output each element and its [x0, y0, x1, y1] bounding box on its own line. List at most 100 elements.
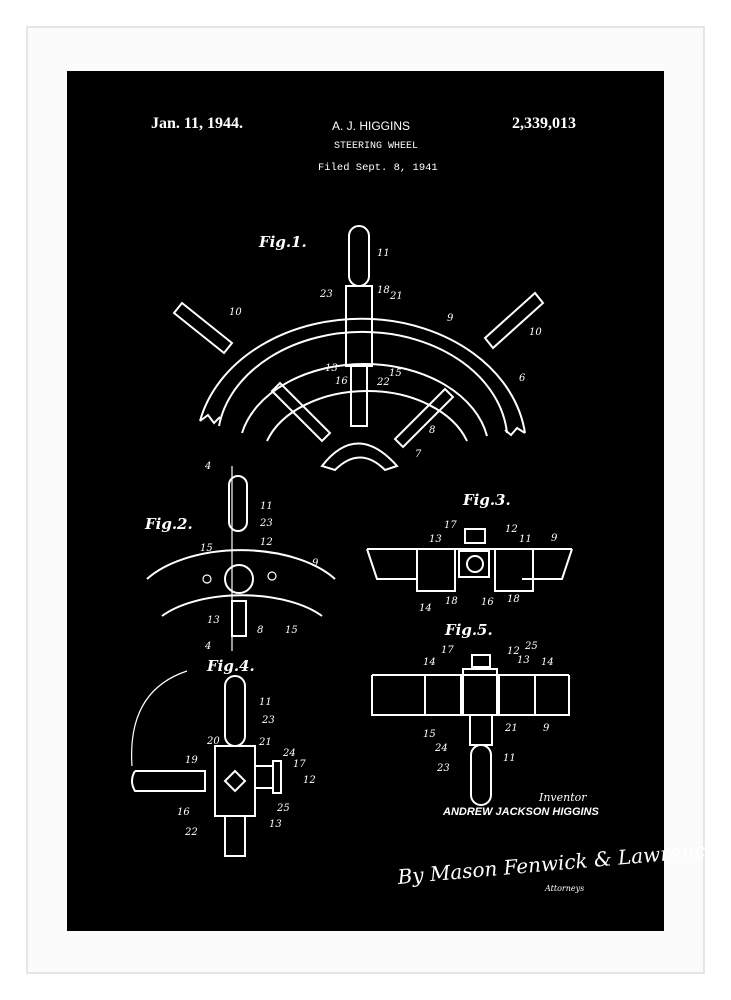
part-number-label: 25: [524, 641, 538, 652]
part-number-label: 11: [259, 697, 272, 708]
drawing-stroke: [223, 769, 247, 793]
part-number-label: 11: [503, 753, 516, 764]
part-number-label: 15: [423, 729, 436, 740]
part-number-label: 23: [436, 763, 450, 774]
drawing-stroke: [199, 413, 221, 425]
part-number-label: 13: [517, 655, 530, 666]
handle-top: [348, 225, 370, 287]
part-number-label: 22: [184, 827, 198, 838]
handle-left: [172, 301, 234, 355]
drawing-stroke: [224, 815, 246, 857]
part-number-label: 15: [389, 368, 402, 379]
part-number-label: 23: [319, 289, 333, 300]
part-number-label: 16: [481, 597, 494, 608]
part-number-label: 10: [529, 327, 542, 338]
patent-title: STEERING WHEEL: [334, 141, 419, 152]
part-number-label: 25: [276, 803, 290, 814]
drawing-stroke: [504, 426, 526, 437]
part-number-label: 17: [293, 759, 306, 770]
filed-date: Filed Sept. 8, 1941: [318, 162, 438, 174]
part-number-label: 10: [229, 307, 242, 318]
part-number-label: 4: [204, 641, 211, 652]
drawing-stroke: [466, 555, 484, 573]
part-number-label: 24: [282, 748, 296, 759]
attorneys-label: Attorneys: [545, 884, 585, 893]
part-number-label: 13: [325, 363, 338, 374]
part-number-label: 14: [541, 657, 554, 668]
part-number-label: 13: [207, 615, 220, 626]
part-number-label: 18: [445, 596, 458, 607]
drawing-stroke: [471, 654, 491, 668]
drawing-stroke: [231, 600, 247, 637]
part-number-label: 18: [377, 285, 390, 296]
part-number-label: 23: [259, 518, 273, 529]
part-number-label: 21: [258, 737, 272, 748]
drawing-stroke: [241, 362, 488, 437]
figure-3: Fig.3. 17 12 13 11 9 14 18 16 18: [366, 491, 573, 614]
drawing-stroke: [469, 714, 493, 746]
figure-4: Fig.4. 11 23 20 21 24 19 17 12 16 25 22 …: [131, 657, 316, 857]
drawing-stroke: [424, 674, 462, 716]
drawing-stroke: [371, 674, 570, 716]
patent-drawings: Fig.1. 11 10 10 23 18 21 9 6 8 7 13: [131, 225, 573, 857]
drawing-stroke: [494, 548, 534, 592]
part-number-label: 14: [423, 657, 436, 668]
drawing-stroke: [131, 670, 188, 767]
drawing-stroke: [202, 574, 212, 584]
part-number-label: Fig.2.: [144, 515, 193, 533]
drawing-stroke: [224, 675, 246, 747]
drawing-stroke: [464, 528, 486, 544]
part-number-label: 11: [519, 534, 532, 545]
part-number-label: 17: [441, 645, 454, 656]
part-number-label: 13: [429, 534, 442, 545]
part-number-label: 9: [447, 313, 454, 324]
part-number-label: 24: [434, 743, 448, 754]
patent-number: 2,339,013: [512, 115, 576, 132]
hub: [320, 442, 399, 472]
part-number-label: 16: [177, 807, 190, 818]
drawing-stroke: [498, 674, 536, 716]
part-number-label: 8: [257, 625, 263, 636]
part-number-label: 15: [200, 543, 213, 554]
drawing-stroke: [146, 549, 336, 580]
spoke-left: [270, 381, 332, 443]
part-number-label: 9: [543, 723, 550, 734]
part-number-label: 17: [444, 520, 457, 531]
drawing-stroke: [224, 564, 254, 594]
drawing-stroke: [254, 765, 274, 789]
drawing-stroke: [345, 285, 373, 367]
spoke-right: [393, 387, 455, 449]
figure-5: Fig.5. 17 12 25 13 14 14 15 24 21 9 23 1…: [371, 621, 570, 806]
patent-poster: Jan. 11, 1944. A. J. HIGGINS STEERING WH…: [67, 71, 718, 931]
part-number-label: 7: [415, 449, 422, 460]
drawing-stroke: [228, 475, 248, 532]
drawing-stroke: [366, 548, 573, 580]
figure-2: Fig.2. 11 23 12 15 9 13 8 15 4 4: [144, 461, 336, 652]
part-number-label: 12: [260, 537, 273, 548]
part-number-label: 21: [504, 723, 518, 734]
inventor-name: ANDREW JACKSON HIGGINS: [443, 806, 599, 818]
drawing-stroke: [350, 365, 368, 427]
part-number-label: 9: [312, 558, 319, 569]
part-number-label: 14: [419, 603, 432, 614]
part-number-label: 11: [260, 501, 273, 512]
part-number-label: 23: [261, 715, 275, 726]
part-number-label: Fig.3.: [462, 491, 511, 509]
part-number-label: 18: [507, 594, 520, 605]
drawing-stroke: [458, 550, 490, 578]
wheel-outer-rim: [199, 317, 526, 434]
wheel-inner-rim-outer: [218, 330, 508, 434]
part-number-label: 21: [389, 291, 403, 302]
part-number-label: 8: [429, 425, 435, 436]
drawing-stroke: [131, 770, 206, 792]
part-number-label: 9: [551, 533, 558, 544]
inventor-short: A. J. HIGGINS: [332, 119, 411, 133]
part-number-label: 12: [507, 646, 520, 657]
part-number-label: 4: [204, 461, 211, 472]
part-number-label: 12: [303, 775, 316, 786]
part-number-label: 16: [335, 376, 348, 387]
inventor-label: Inventor: [539, 791, 587, 804]
part-number-label: 11: [377, 248, 390, 259]
drawing-stroke: [267, 571, 277, 581]
part-number-label: 12: [505, 524, 518, 535]
